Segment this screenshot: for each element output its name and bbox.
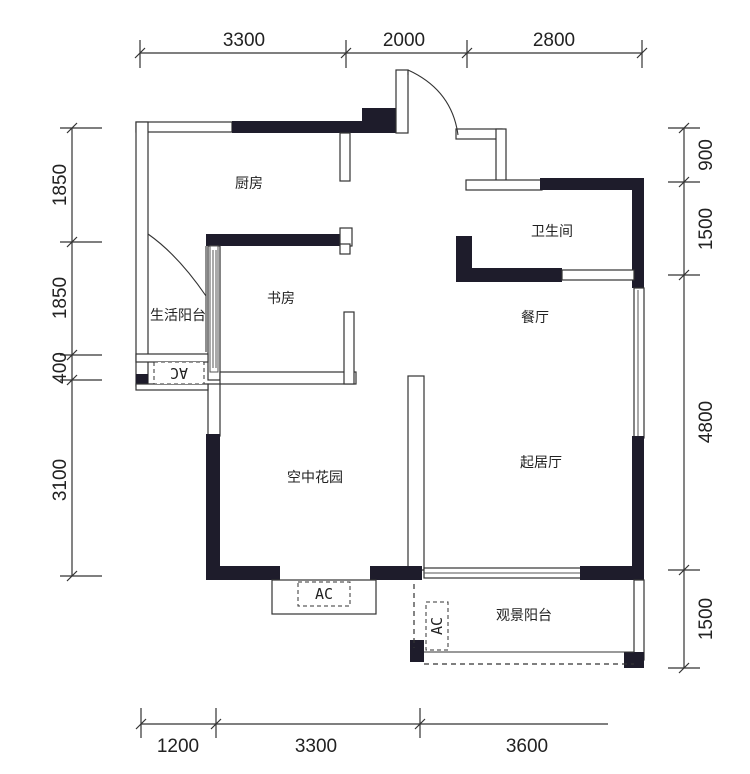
right-dimensions: 900 1500 4800 1500 bbox=[668, 122, 717, 674]
ac-unit-utility: AC bbox=[153, 361, 205, 385]
windows bbox=[209, 245, 639, 665]
dim-left-3: 400 bbox=[50, 352, 71, 384]
dim-right-1: 900 bbox=[696, 139, 717, 171]
dim-left-4: 3100 bbox=[50, 459, 71, 501]
room-study: 书房 bbox=[267, 291, 295, 307]
bottom-dimensions: 1200 3300 3600 bbox=[135, 708, 608, 757]
left-dimensions: 1850 1850 400 3100 bbox=[50, 122, 102, 582]
ac-unit-garden: AC bbox=[297, 581, 351, 607]
dim-top-2: 2000 bbox=[383, 30, 425, 51]
entry-door-icon bbox=[407, 69, 459, 136]
doors bbox=[147, 69, 459, 352]
dim-right-2: 1500 bbox=[696, 208, 717, 250]
room-sky-garden: 空中花园 bbox=[287, 470, 343, 486]
room-utility-balcony: 生活阳台 bbox=[150, 308, 206, 324]
room-bathroom: 卫生间 bbox=[531, 224, 573, 240]
dim-right-3: 4800 bbox=[696, 401, 717, 443]
room-dining: 餐厅 bbox=[521, 310, 549, 326]
dim-bottom-1: 1200 bbox=[157, 736, 199, 757]
room-view-balcony: 观景阳台 bbox=[496, 608, 552, 624]
dim-top-1: 3300 bbox=[223, 30, 265, 51]
room-living: 起居厅 bbox=[520, 455, 562, 471]
dim-right-4: 1500 bbox=[696, 598, 717, 640]
kitchen-door-icon bbox=[147, 233, 207, 297]
dim-left-1: 1850 bbox=[50, 164, 71, 206]
ac-label-garden: AC bbox=[315, 585, 333, 603]
ac-unit-view: AC bbox=[425, 601, 449, 651]
ac-label-view: AC bbox=[428, 617, 446, 635]
room-labels: 厨房 卫生间 生活阳台 书房 餐厅 起居厅 空中花园 观景阳台 bbox=[150, 176, 573, 624]
room-kitchen: 厨房 bbox=[235, 176, 263, 192]
dim-left-2: 1850 bbox=[50, 277, 71, 319]
ac-label-utility: AC bbox=[170, 364, 188, 382]
dim-bottom-3: 3600 bbox=[506, 736, 548, 757]
walls bbox=[135, 69, 645, 668]
dim-top-3: 2800 bbox=[533, 30, 575, 51]
dim-bottom-2: 3300 bbox=[295, 736, 337, 757]
top-dimensions: 3300 2000 2800 bbox=[134, 30, 648, 68]
